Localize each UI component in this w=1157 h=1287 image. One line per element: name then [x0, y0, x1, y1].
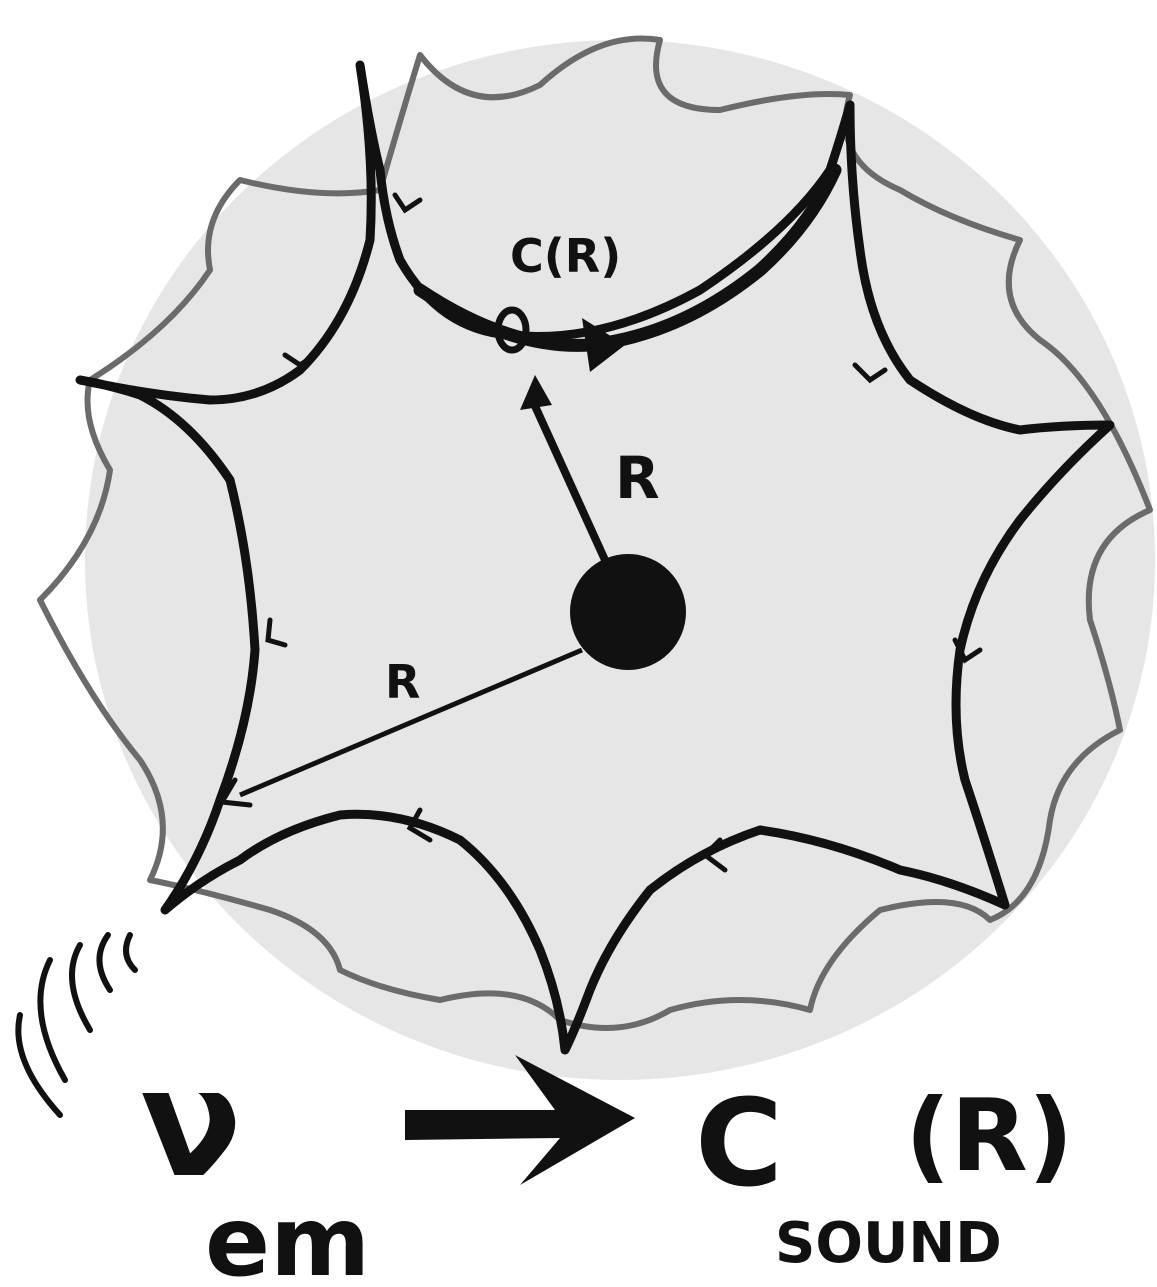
- emission-waves: [18, 935, 135, 1115]
- radius-label-upper: R: [615, 444, 660, 512]
- arc-label: C(R): [510, 229, 621, 283]
- central-mass: [570, 554, 686, 670]
- radius-label-lower: R: [385, 655, 420, 709]
- c-argument: (R): [905, 1077, 1073, 1194]
- c-symbol: C: [695, 1075, 783, 1214]
- c-subscript: SOUND: [775, 1211, 1002, 1276]
- nu-subscript: em: [205, 1186, 370, 1287]
- nu-symbol: ν: [140, 1037, 242, 1211]
